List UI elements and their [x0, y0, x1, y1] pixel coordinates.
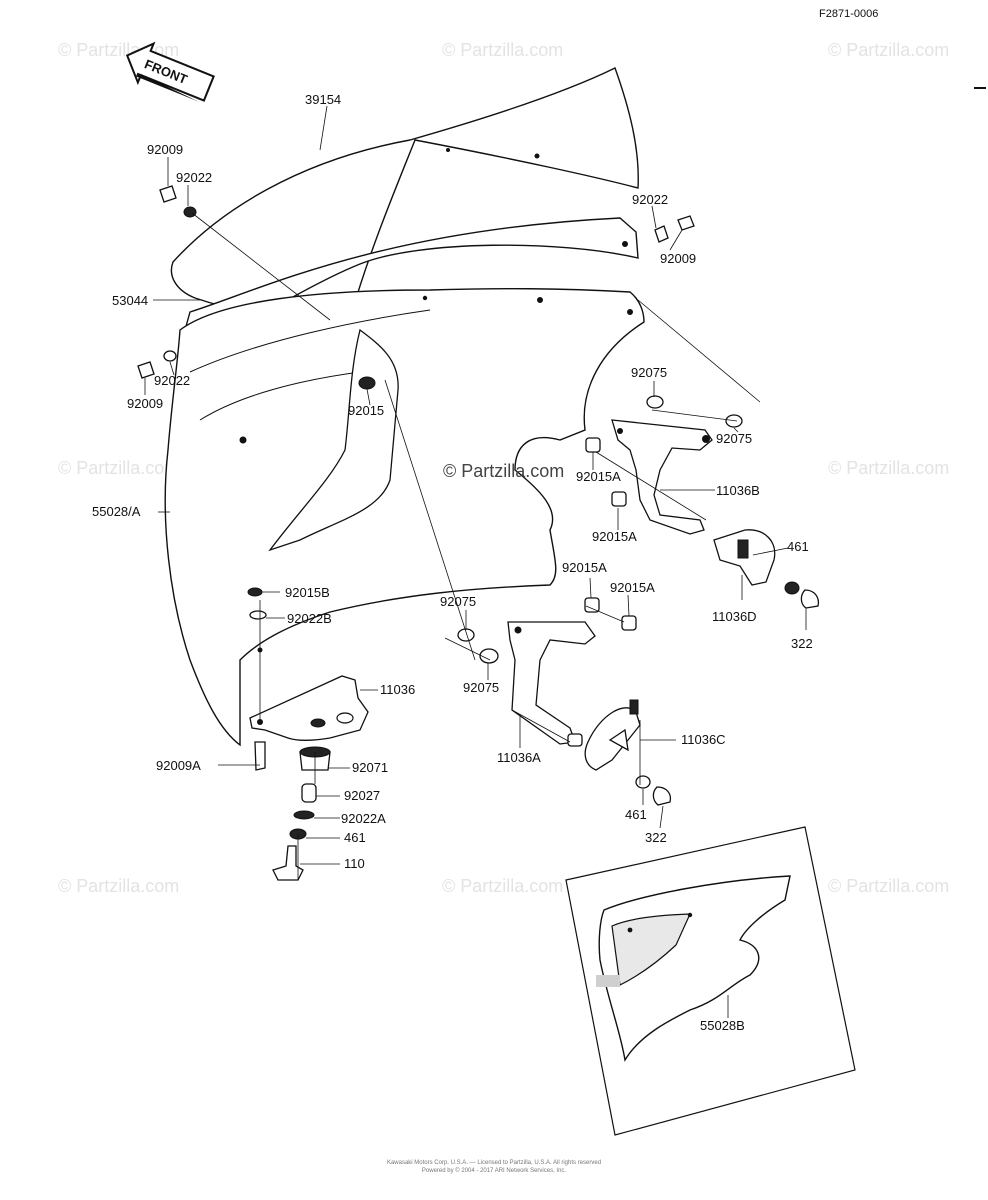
- label-92075-mid: 92075: [440, 594, 476, 609]
- label-53044: 53044: [112, 293, 148, 308]
- watermark-bottom-center: © Partzilla.com: [442, 876, 563, 896]
- right-bracket-assembly: [584, 395, 820, 631]
- lower-stay: [249, 675, 369, 881]
- part-labels: 39154 92009 92022 92022 92009 53044 9200…: [92, 92, 813, 1033]
- label-11036C: 11036C: [681, 732, 726, 747]
- label-92015A-d: 92015A: [610, 580, 655, 595]
- label-11036D: 11036D: [712, 609, 757, 624]
- watermark-top-center: © Partzilla.com: [442, 40, 563, 60]
- inner-panel-box: [565, 826, 856, 1136]
- footer-line-1: Kawasaki Motors Corp. U.S.A. — Licensed …: [387, 1160, 601, 1166]
- label-55028A: 55028/A: [92, 504, 141, 519]
- label-92071: 92071: [352, 760, 388, 775]
- label-92022B: 92022B: [287, 611, 332, 626]
- label-11036A: 11036A: [497, 750, 541, 765]
- leader-lines: [144, 105, 807, 1018]
- label-11036B: 11036B: [716, 483, 760, 498]
- label-92015B: 92015B: [285, 585, 330, 600]
- label-322-a: 322: [791, 636, 813, 651]
- label-461-c: 461: [625, 807, 647, 822]
- label-92015A-b: 92015A: [592, 529, 637, 544]
- label-92022A: 92022A: [341, 811, 386, 826]
- label-92009-left: 92009: [127, 396, 163, 411]
- label-92027: 92027: [344, 788, 380, 803]
- label-92075-right: 92075: [716, 431, 752, 446]
- label-11036: 11036: [380, 682, 415, 697]
- watermark-bottom-left: © Partzilla.com: [58, 876, 179, 896]
- label-55028B: 55028B: [700, 1018, 745, 1033]
- left-bracket-assembly: [457, 621, 672, 806]
- label-92015A-c: 92015A: [562, 560, 607, 575]
- front-arrow-icon: FRONT: [125, 41, 215, 102]
- label-92022-left: 92022: [154, 373, 190, 388]
- label-92009-top: 92009: [147, 142, 183, 157]
- hardware-top-left: [137, 185, 695, 620]
- label-92022-right: 92022: [632, 192, 668, 207]
- label-39154: 39154: [305, 92, 341, 107]
- label-92009A: 92009A: [156, 758, 201, 773]
- watermark-top-right: © Partzilla.com: [828, 40, 949, 60]
- watermark-mid-left: © Partzilla.com: [58, 458, 179, 478]
- windshield: [170, 67, 639, 318]
- label-92075-top: 92075: [631, 365, 667, 380]
- watermark-center: © Partzilla.com: [443, 461, 564, 481]
- label-322-b: 322: [645, 830, 667, 845]
- watermark-bottom-right: © Partzilla.com: [828, 876, 949, 896]
- footer-line-2: Powered by © 2004 - 2017 ARI Network Ser…: [422, 1167, 566, 1174]
- label-92015: 92015: [348, 403, 384, 418]
- figure-code: F2871-0006: [819, 8, 878, 20]
- label-92015A-a: 92015A: [576, 469, 621, 484]
- label-110: 110: [344, 856, 365, 871]
- label-92009-right: 92009: [660, 251, 696, 266]
- watermark-mid-right: © Partzilla.com: [828, 458, 949, 478]
- watermarks: © Partzilla.com © Partzilla.com © Partzi…: [58, 40, 949, 896]
- label-461-a: 461: [787, 539, 809, 554]
- label-461-b: 461: [344, 830, 366, 845]
- label-92022-top: 92022: [176, 170, 212, 185]
- label-92075-low: 92075: [463, 680, 499, 695]
- assembly-lines: [191, 212, 761, 880]
- main-fairing: [164, 287, 645, 747]
